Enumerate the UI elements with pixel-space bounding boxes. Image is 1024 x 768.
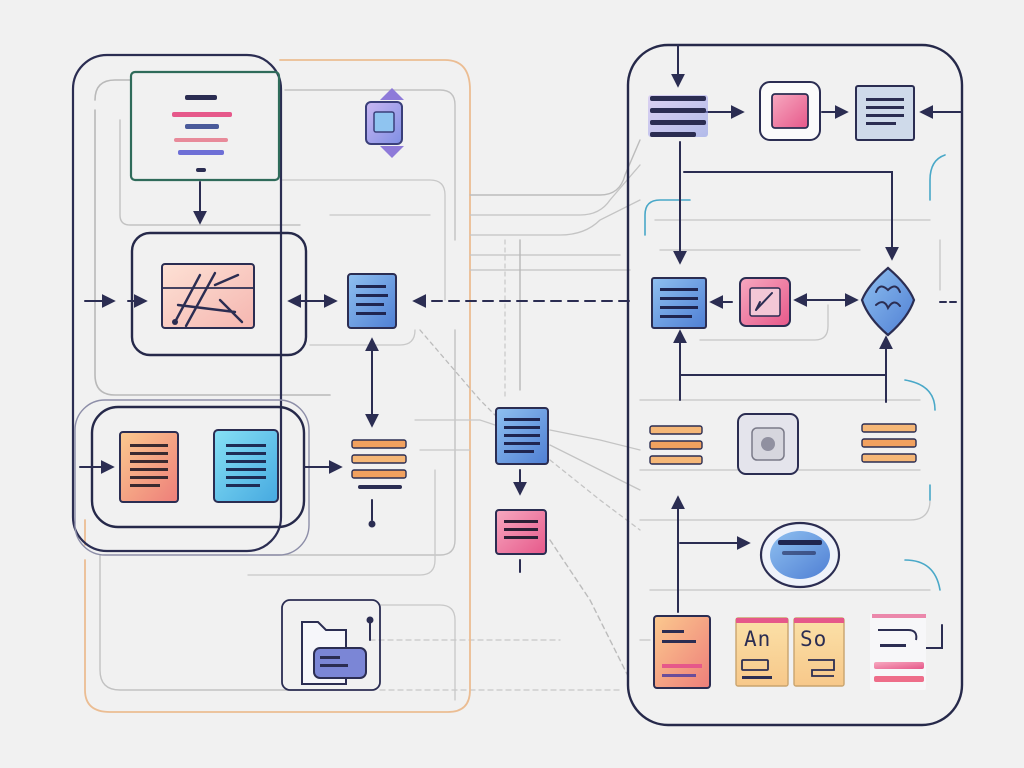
gray-document-node [855,85,915,141]
left-top-list-card [172,95,232,172]
hub-diamond-node [860,266,916,337]
so-label: So [800,627,827,651]
chip-icon [761,437,775,451]
design-tool-panel [161,263,255,329]
folder-card [301,621,367,685]
hub-icon [875,285,901,311]
right-main-frame [626,43,964,727]
an-label: An [744,627,771,651]
background-connectors [84,59,946,713]
right-blue-document [651,277,707,329]
bottom-pink-list [870,614,926,690]
blue-document-node [347,273,397,329]
right-orange-list-right [861,423,917,463]
cards-group-outer-frame [74,399,310,556]
cyan-document-card [213,429,279,503]
orange-list-node [351,439,407,489]
oval-message-node [759,521,841,589]
flow-arrows [79,44,963,649]
right-orange-list-left [649,425,703,465]
right-top-list [648,95,708,137]
center-pink-document [495,509,547,555]
purple-document-node [365,88,404,158]
design-tool-icon [173,271,244,328]
orange-document-card [119,431,179,503]
folder-frame [281,599,381,691]
center-blue-document [495,407,549,465]
left-main-frame [71,53,283,553]
pen-tool-node [739,277,791,327]
bottom-orange-document [653,615,711,689]
an-label-card: An [735,617,789,687]
green-list-frame [129,70,281,182]
pink-square-node [759,81,821,141]
gray-chip-node [737,413,799,475]
so-label-card: So [793,617,845,687]
pen-icon [755,292,773,311]
